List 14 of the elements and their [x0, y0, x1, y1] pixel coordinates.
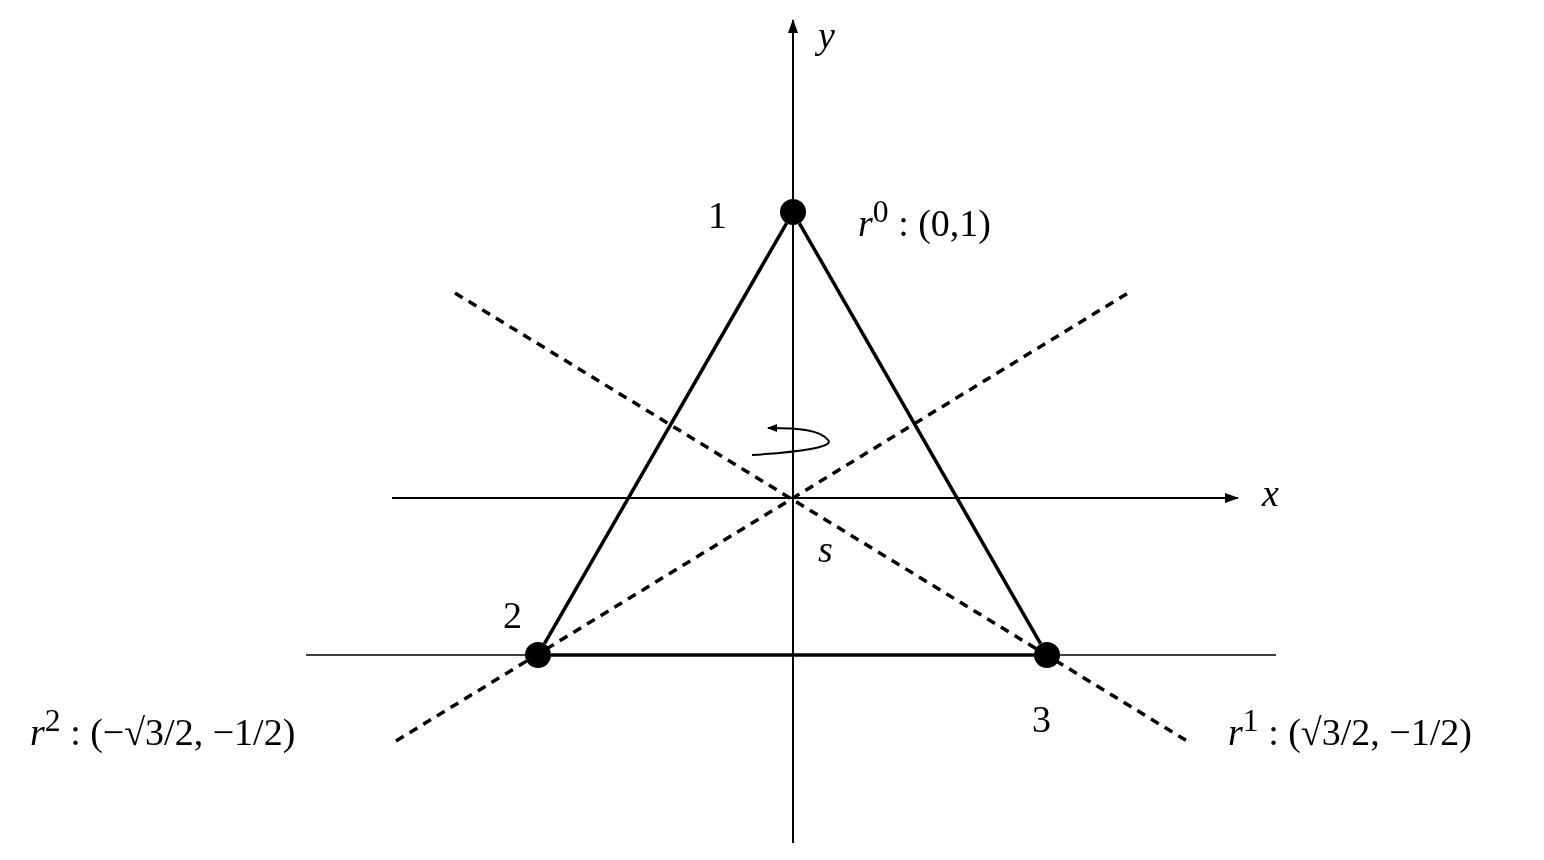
vertex-number: 3	[1032, 700, 1051, 738]
triangle-side	[542, 222, 789, 645]
coordinate-label: r$^{2}$ : (−√3/2, −1/2)	[30, 705, 296, 751]
x-axis-label: x	[1262, 474, 1279, 512]
vertex-number: 2	[503, 596, 522, 634]
coordinate-label: r$^{1}$ : (√3/2, −1/2)	[1228, 705, 1472, 751]
center-label: s	[818, 530, 833, 568]
vertex-dot	[525, 642, 551, 668]
triangle-side	[551, 653, 1034, 657]
vertex-number: 1	[708, 196, 727, 234]
triangle-side	[797, 222, 1043, 645]
coordinate-label: r$^{0}$ : (0,1)	[858, 196, 991, 242]
vertex-dot	[780, 199, 806, 225]
vertex-dot	[1034, 642, 1060, 668]
